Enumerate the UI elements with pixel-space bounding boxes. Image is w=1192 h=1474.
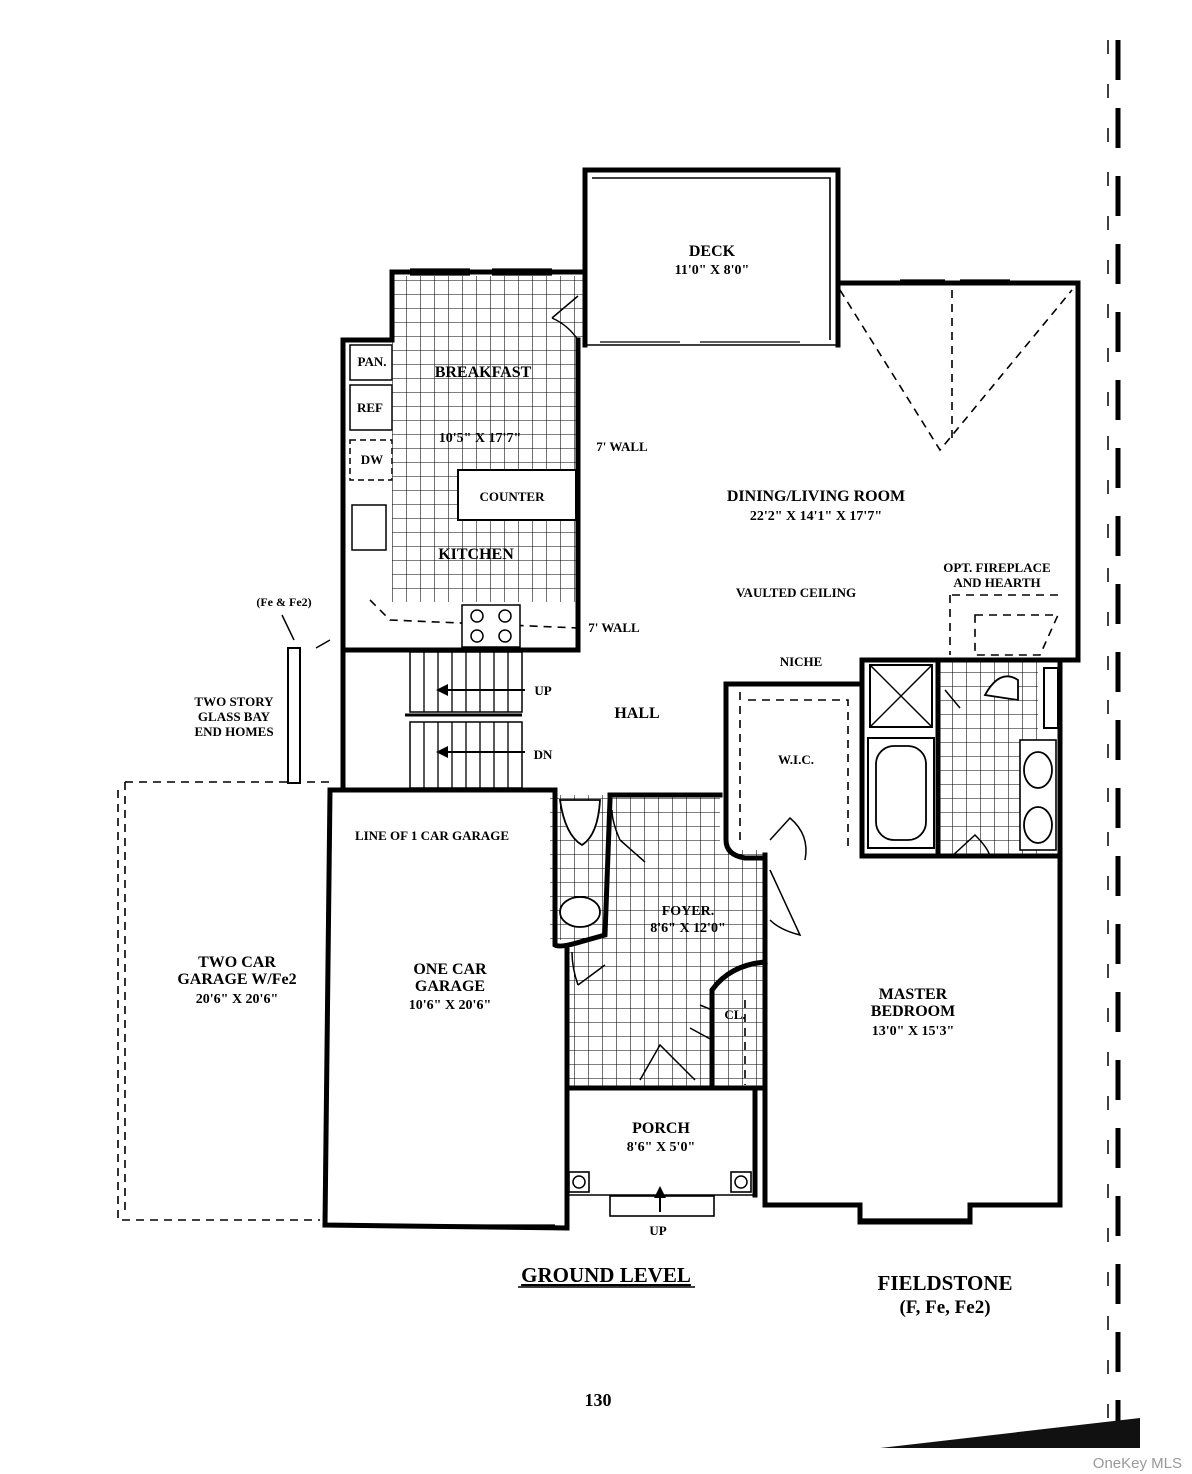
counter-label: COUNTER bbox=[479, 489, 545, 504]
stair-up-label: UP bbox=[534, 683, 551, 698]
wic-label: W.I.C. bbox=[778, 752, 814, 767]
breakfast-size: 10'5" X 17'7" bbox=[439, 431, 521, 446]
dining-size: 22'2" X 14'1" X 17'7" bbox=[750, 509, 882, 524]
tile-floor-bath bbox=[938, 662, 1038, 856]
glass-bay-line3: END HOMES bbox=[194, 724, 273, 739]
two-car-size: 20'6" X 20'6" bbox=[196, 992, 278, 1007]
deck-size: 11'0" X 8'0" bbox=[675, 263, 750, 278]
foyer-size: 8'6" X 12'0" bbox=[650, 921, 725, 936]
dw-label: DW bbox=[361, 452, 383, 467]
bath-fixtures bbox=[867, 664, 1059, 851]
master-line2: BEDROOM bbox=[871, 1003, 955, 1020]
plan-title: GROUND LEVEL bbox=[521, 1263, 691, 1287]
porch-name: PORCH bbox=[632, 1120, 690, 1137]
glass-bay-line2: GLASS BAY bbox=[198, 709, 271, 724]
page-number: 130 bbox=[585, 1390, 612, 1410]
dashed-lines bbox=[117, 289, 1073, 1221]
kitchen-fixtures bbox=[349, 344, 577, 648]
fireplace-line1: OPT. FIREPLACE bbox=[943, 560, 1050, 575]
wall-note-lower: 7' WALL bbox=[588, 620, 640, 635]
windows bbox=[340, 268, 1010, 1226]
one-car-line2: GARAGE bbox=[415, 978, 485, 995]
watermark: OneKey MLS bbox=[1093, 1455, 1182, 1472]
powder-fixtures bbox=[558, 799, 601, 928]
dining-name: DINING/LIVING ROOM bbox=[727, 488, 905, 505]
labels: DECK 11'0" X 8'0" PAN. REF DW BREAKFAST … bbox=[177, 243, 1182, 1472]
foyer-name: FOYER. bbox=[662, 904, 715, 919]
closet-label: CL. bbox=[724, 1007, 745, 1022]
two-car-line2: GARAGE W/Fe2 bbox=[177, 971, 296, 988]
stairs bbox=[405, 651, 525, 789]
deck-name: DECK bbox=[689, 243, 736, 260]
page-edge bbox=[880, 40, 1140, 1448]
porch-up-label: UP bbox=[649, 1223, 666, 1238]
doors bbox=[551, 295, 991, 1081]
ref-label: REF bbox=[357, 400, 383, 415]
master-line1: MASTER bbox=[879, 986, 948, 1003]
porch-fixtures bbox=[568, 1171, 752, 1217]
wall-note-upper: 7' WALL bbox=[596, 439, 648, 454]
kitchen-label: KITCHEN bbox=[438, 546, 514, 563]
glass-bay bbox=[281, 614, 331, 784]
niche-label: NICHE bbox=[780, 654, 823, 669]
line-of-garage-note: LINE OF 1 CAR GARAGE bbox=[355, 828, 509, 843]
master-size: 13'0" X 15'3" bbox=[872, 1024, 954, 1039]
porch-size: 8'6" X 5'0" bbox=[627, 1140, 695, 1155]
one-car-size: 10'6" X 20'6" bbox=[409, 998, 491, 1013]
two-car-line1: TWO CAR bbox=[198, 954, 276, 971]
glass-bay-line1: TWO STORY bbox=[194, 694, 274, 709]
fireplace-line2: AND HEARTH bbox=[953, 575, 1040, 590]
pantry-label: PAN. bbox=[357, 354, 386, 369]
model-name: FIELDSTONE bbox=[878, 1271, 1013, 1295]
one-car-line1: ONE CAR bbox=[413, 961, 487, 978]
walls bbox=[322, 167, 1081, 1231]
breakfast-name: BREAKFAST bbox=[435, 364, 532, 381]
fe-fe2-note: (Fe & Fe2) bbox=[256, 595, 311, 609]
model-variants: (F, Fe, Fe2) bbox=[899, 1297, 990, 1318]
hall-label: HALL bbox=[614, 705, 659, 722]
vaulted-ceiling-label: VAULTED CEILING bbox=[736, 585, 856, 600]
stair-dn-label: DN bbox=[534, 747, 553, 762]
